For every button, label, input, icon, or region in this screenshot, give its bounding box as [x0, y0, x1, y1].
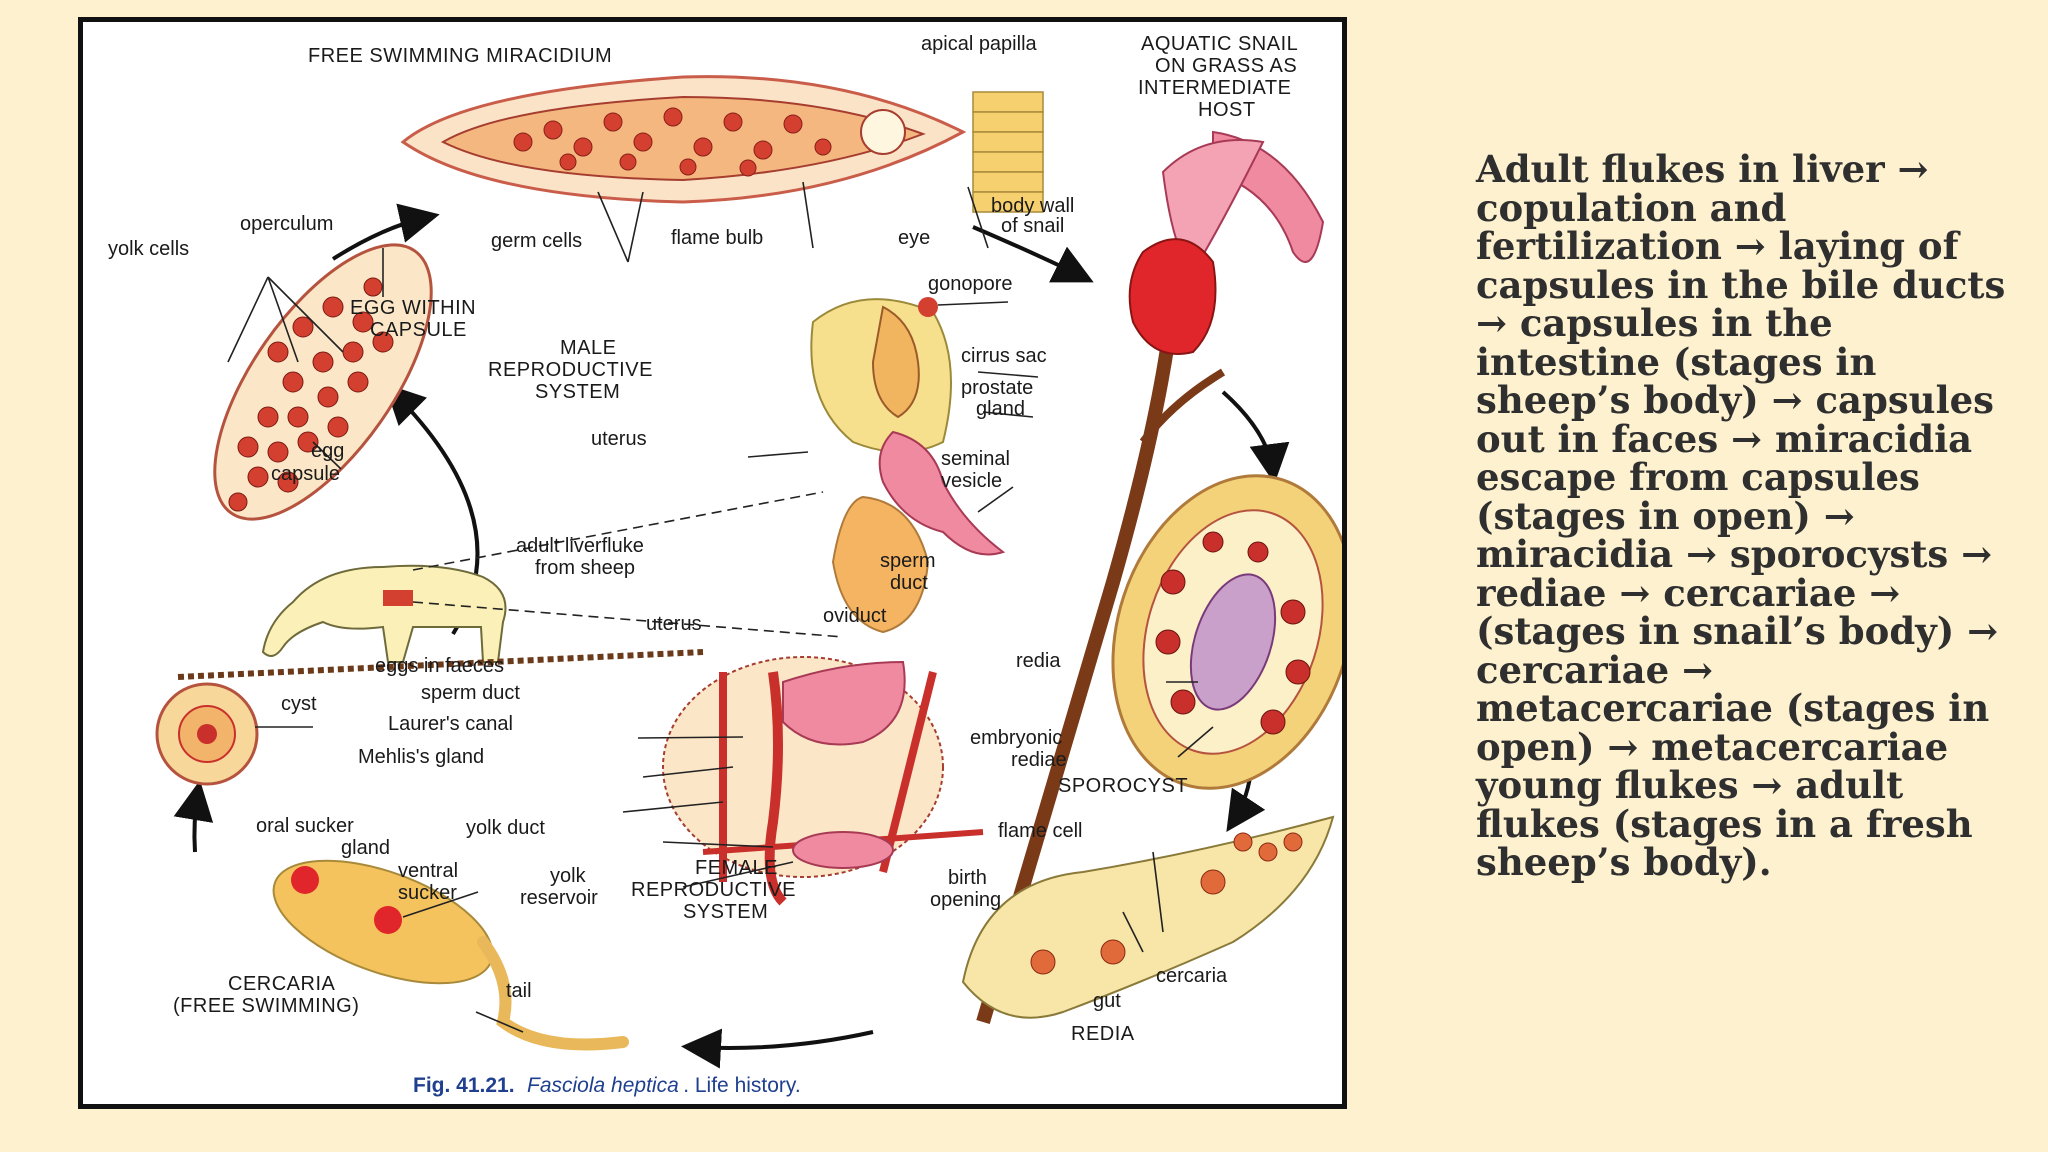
label-birth-opening-1: birth	[948, 867, 987, 889]
arrow-miracidium-to-snail	[972, 225, 1094, 283]
label-yolk-cells: yolk cells	[108, 238, 189, 260]
label-apical-papilla: apical papilla	[921, 33, 1038, 55]
label-aquatic-snail-2: ON GRASS AS	[1155, 55, 1297, 77]
sheep-illustration	[177, 564, 704, 680]
label-eye: eye	[898, 227, 930, 249]
egg-capsule-illustration	[213, 243, 433, 521]
label-gut: gut	[1093, 990, 1121, 1012]
arrow-snail-to-sporocyst	[1221, 390, 1290, 484]
figure-caption: Fig. 41.21. Fasciola heptica . Life hist…	[413, 1074, 801, 1097]
label-embryonic-rediae-2: rediae	[1011, 749, 1067, 771]
arrow-redia-to-cercaria	[681, 1028, 874, 1069]
label-aquatic-snail-1: AQUATIC SNAIL	[1141, 33, 1298, 55]
life-cycle-figure: FREE SWIMMING MIRACIDIUM apical papilla …	[78, 17, 1347, 1109]
label-operculum: operculum	[240, 213, 333, 235]
label-female-repro-2: REPRODUCTIVE	[631, 879, 796, 901]
female-reproductive-illustration	[662, 656, 984, 906]
fasciola-life-cycle-diagram: FREE SWIMMING MIRACIDIUM apical papilla …	[108, 33, 1342, 1097]
label-redia-caption: REDIA	[1071, 1023, 1135, 1045]
label-eggs-in-faeces: eggs in faeces	[375, 655, 504, 677]
label-redia: redia	[1016, 650, 1061, 672]
label-cercaria-1: CERCARIA	[228, 973, 336, 995]
label-ventral-sucker-2: sucker	[398, 882, 457, 904]
label-female-repro-1: FEMALE	[695, 857, 778, 879]
caption-species: Fasciola heptica	[527, 1074, 679, 1097]
label-prostate-gland-2: gland	[976, 398, 1025, 420]
label-mehliss-gland: Mehlis's gland	[358, 746, 484, 768]
label-sperm-duct-right-2: duct	[890, 572, 928, 594]
label-ventral-sucker-1: ventral	[398, 860, 458, 882]
label-germ-cells: germ cells	[491, 230, 582, 252]
label-male-repro-2: REPRODUCTIVE	[488, 359, 653, 381]
label-body-wall-1: body wall	[991, 195, 1074, 217]
label-laurers-canal: Laurer's canal	[388, 713, 513, 735]
label-tail: tail	[506, 980, 532, 1002]
label-aquatic-snail-3: INTERMEDIATE	[1138, 77, 1291, 99]
label-cyst: cyst	[281, 693, 317, 715]
label-seminal-vesicle-2: vesicle	[941, 470, 1002, 492]
redia-illustration	[961, 815, 1335, 1019]
label-uterus-top: uterus	[591, 428, 647, 450]
label-egg-within-capsule-1: EGG WITHIN	[350, 297, 476, 319]
label-egg-within-capsule-2: CAPSULE	[370, 319, 467, 341]
caption-suffix: . Life history.	[683, 1074, 801, 1097]
label-gonopore: gonopore	[928, 273, 1013, 295]
label-cercaria-small: cercaria	[1156, 965, 1228, 987]
label-oviduct: oviduct	[823, 605, 887, 627]
male-reproductive-illustration	[810, 297, 1006, 556]
caption-fig-number: Fig. 41.21.	[413, 1074, 515, 1097]
label-sporocyst: SPOROCYST	[1058, 775, 1188, 797]
label-birth-opening-2: opening	[930, 889, 1001, 911]
label-seminal-vesicle-1: seminal	[941, 448, 1010, 470]
label-adult-liverfluke-1: adult liverfluke	[516, 535, 644, 557]
label-free-swimming-miracidium: FREE SWIMMING MIRACIDIUM	[308, 45, 612, 67]
label-cercaria-2: (FREE SWIMMING)	[173, 995, 359, 1017]
label-male-repro-1: MALE	[560, 337, 616, 359]
cyst-illustration	[155, 682, 259, 786]
label-yolk-reservoir-1: yolk	[550, 865, 587, 887]
arrow-egg-to-miracidium	[331, 203, 440, 261]
label-male-repro-3: SYSTEM	[535, 381, 620, 403]
label-yolk-reservoir-2: reservoir	[520, 887, 598, 909]
label-cirrus-sac: cirrus sac	[961, 345, 1047, 367]
label-capsule: capsule	[271, 463, 340, 485]
label-uterus-bottom: uterus	[646, 613, 702, 635]
cercaria-illustration	[272, 859, 629, 1051]
label-flame-cell: flame cell	[998, 820, 1082, 842]
label-embryonic-rediae-1: embryonic	[970, 727, 1062, 749]
label-sperm-duct: sperm duct	[421, 682, 520, 704]
label-oral-sucker: oral sucker	[256, 815, 354, 837]
label-aquatic-snail-4: HOST	[1198, 99, 1256, 121]
label-adult-liverfluke-2: from sheep	[535, 557, 635, 579]
label-female-repro-3: SYSTEM	[683, 901, 768, 923]
label-flame-bulb: flame bulb	[671, 227, 763, 249]
label-egg: egg	[311, 440, 344, 462]
label-gland: gland	[341, 837, 390, 859]
arrow-cercaria-to-cyst	[173, 780, 214, 853]
label-prostate-gland-1: prostate	[961, 377, 1033, 399]
miracidium-illustration	[400, 75, 1044, 213]
life-cycle-summary-text: Adult flukes in liver → copulation and f…	[1476, 147, 2006, 884]
adult-liverfluke-illustration	[831, 495, 930, 634]
label-body-wall-2: of snail	[1001, 215, 1064, 237]
label-sperm-duct-right-1: sperm	[880, 550, 936, 572]
sporocyst-illustration	[1111, 474, 1342, 790]
label-yolk-duct: yolk duct	[466, 817, 545, 839]
